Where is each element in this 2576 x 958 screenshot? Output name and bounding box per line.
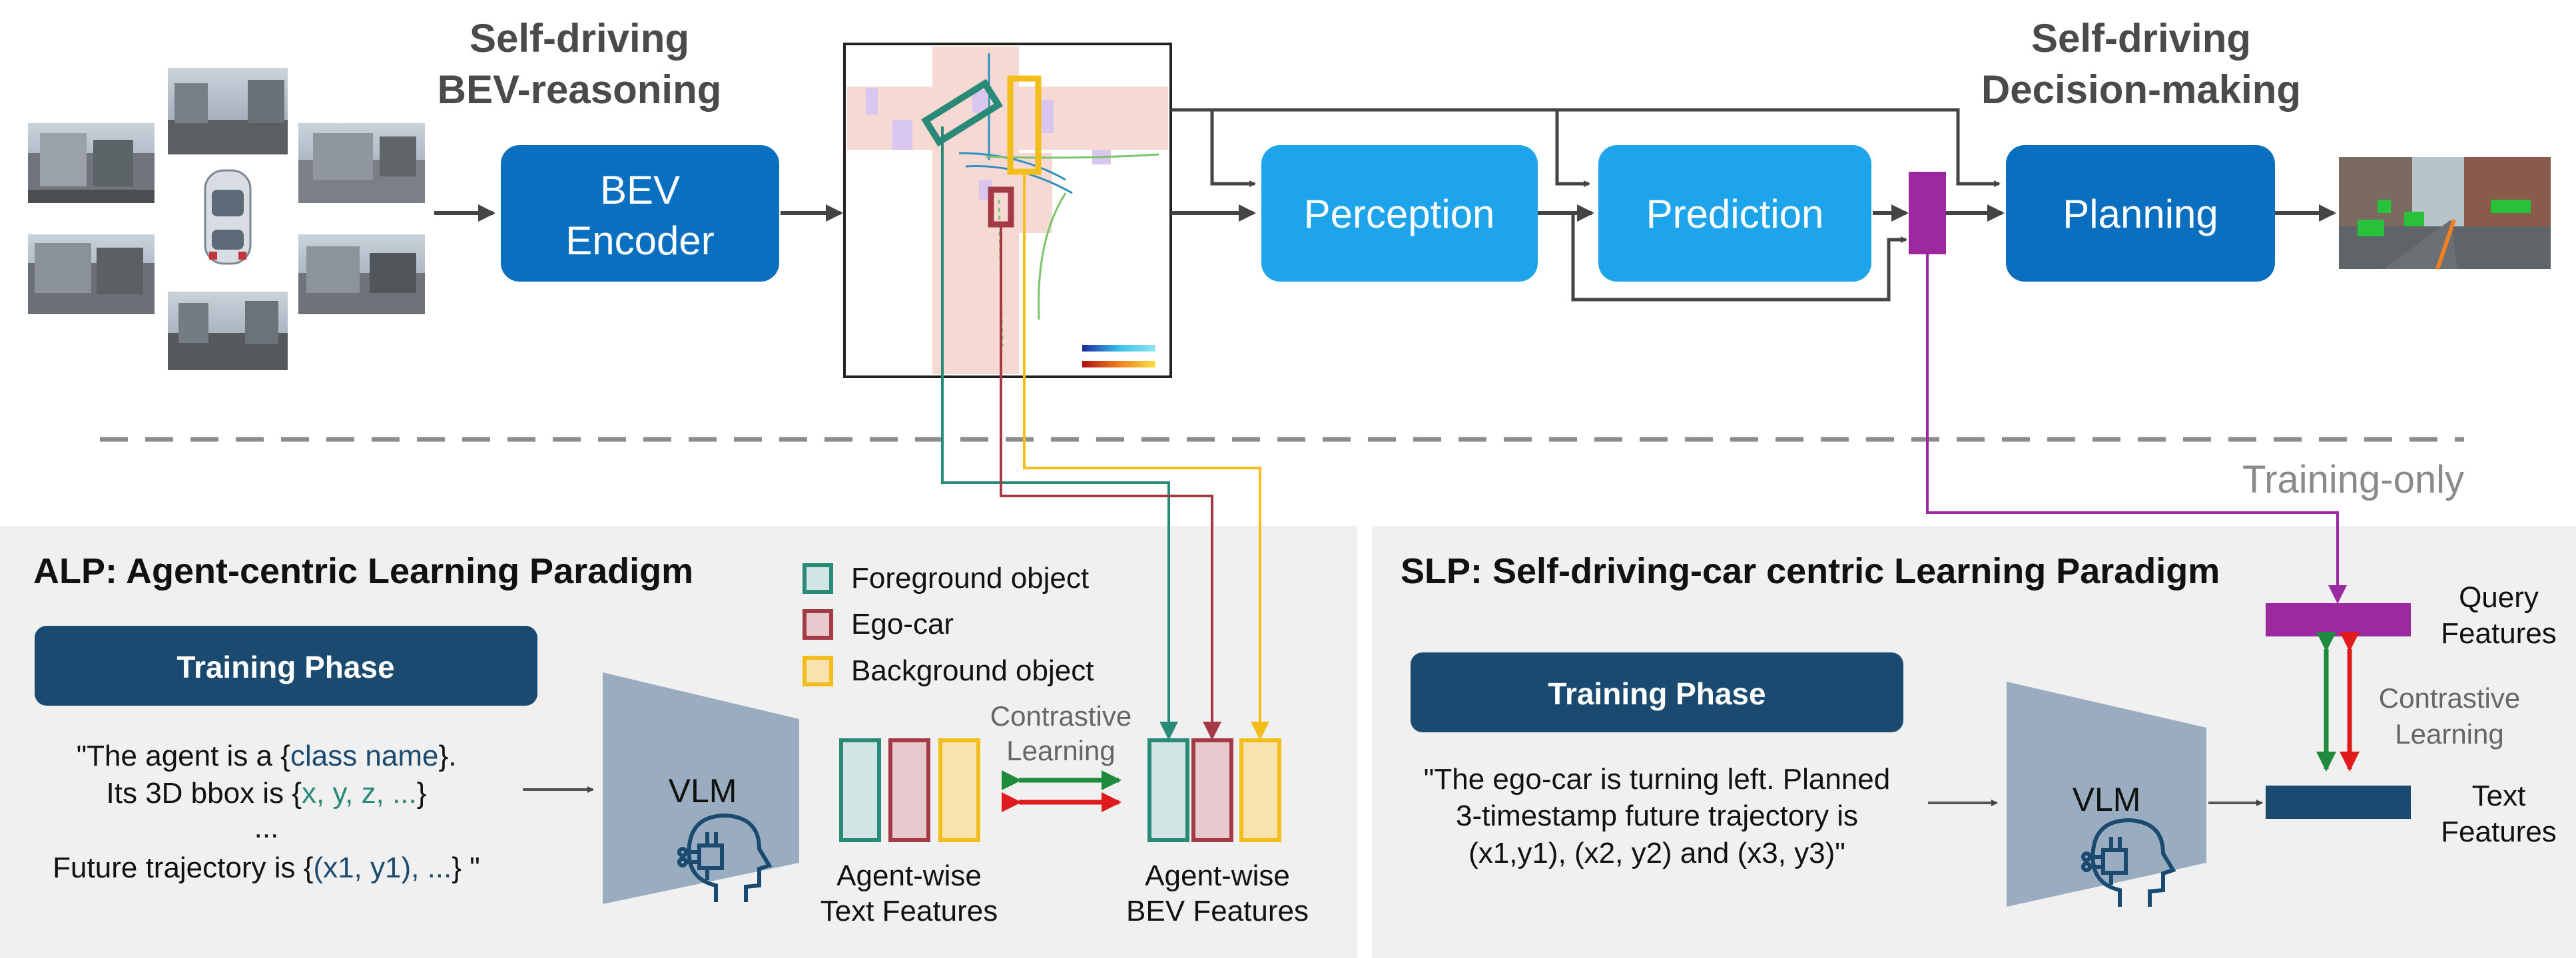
alp-text-features-line2: Text Features <box>820 895 998 927</box>
alp-prompt-text: "The agent is a {class name}. Its 3D bbo… <box>53 740 480 884</box>
alp-prompt-line1-var: class name <box>290 740 439 772</box>
camera-front-right-image <box>298 123 425 203</box>
alp-vlm-brain-chip-icon <box>677 813 773 902</box>
alp-prompt-line2-var: x, y, z, ... <box>302 777 417 810</box>
legend-swatch-background <box>803 656 833 686</box>
output-camera-image <box>2339 157 2551 270</box>
alp-prompt-line4-suffix: } " <box>452 851 480 884</box>
slp-panel <box>1372 526 2576 958</box>
camera-back-left-image <box>28 234 155 314</box>
alp-bev-features-line1: Agent-wise <box>1145 859 1290 892</box>
perception-label: Perception <box>1304 192 1495 236</box>
pipeline-arrows <box>1171 108 2336 302</box>
alp-prompt-line2-suffix: } <box>417 777 427 810</box>
alp-prompt-line1-prefix: "The agent is a { <box>77 740 290 772</box>
camera-front-left-image <box>28 123 155 203</box>
slp-text-features-line2: Features <box>2441 816 2557 848</box>
alp-prompt-line3: ... <box>254 812 279 844</box>
decision-title-line2: Decision-making <box>1981 67 2301 112</box>
decision-title-line1: Self-driving <box>2031 16 2251 61</box>
slp-prompt-line2: 3-timestamp future trajectory is <box>1456 800 1858 832</box>
camera-back-image <box>168 292 288 370</box>
alp-prompt-line1-suffix: }. <box>439 740 457 772</box>
slp-training-phase-badge: Training Phase <box>1411 652 1903 732</box>
legend-swatch-foreground <box>803 563 833 594</box>
alp-bev-features: Agent-wise BEV Features <box>1126 738 1309 927</box>
slp-vlm-brain-chip-icon <box>2081 818 2176 907</box>
slp-query-features-bar <box>2266 603 2411 636</box>
svg-text:Future trajectory is {(x1, y1): Future trajectory is {(x1, y1), ...} " <box>53 851 480 884</box>
legend-foreground-label: Foreground object <box>851 562 1089 595</box>
slp-query-features-line1: Query <box>2459 581 2539 614</box>
alp-legend: Foreground object Ego-car Background obj… <box>803 562 1094 687</box>
bev-map-image <box>843 43 1172 378</box>
alp-prompt-line2-prefix: Its 3D bbox is { <box>107 777 302 810</box>
alp-prompt-line4-prefix: Future trajectory is { <box>53 851 313 884</box>
alp-vlm-label: VLM <box>669 772 737 810</box>
svg-text:Its 3D bbox is {x, y, z, ...}: Its 3D bbox is {x, y, z, ...} <box>107 777 427 810</box>
alp-prompt-line4-var: (x1, y1), ... <box>313 851 452 884</box>
slp-prompt-line3: (x1,y1), (x2, y2) and (x3, y3)" <box>1468 837 1845 869</box>
legend-ego-car-label: Ego-car <box>851 608 954 640</box>
planning-box: Planning <box>2006 145 2275 282</box>
slp-contrastive-line2: Learning <box>2395 718 2503 750</box>
alp-bev-features-line2: BEV Features <box>1126 895 1309 927</box>
alp-text-features-line1: Agent-wise <box>836 859 982 892</box>
alp-connectors <box>941 126 1269 740</box>
slp-text-features-bar <box>2266 786 2411 819</box>
slp-contrastive: Contrastive Learning <box>2316 632 2520 772</box>
prediction-label: Prediction <box>1646 192 1824 236</box>
car-top-view-image <box>198 165 258 268</box>
bev-encoder-label-line1: BEV <box>600 168 680 212</box>
slp-query-features-line2: Features <box>2441 617 2557 650</box>
camera-front-image <box>168 68 288 154</box>
svg-text:"The agent is a {class name}.: "The agent is a {class name}. <box>77 740 457 772</box>
slp-contrastive-line1: Contrastive <box>2379 682 2520 714</box>
alp-training-phase-label: Training Phase <box>176 650 394 684</box>
alp-contrastive: Contrastive Learning <box>990 700 1131 812</box>
camera-back-right-image <box>298 234 425 314</box>
slp-title: SLP: Self-driving-car centric Learning P… <box>1401 551 2220 591</box>
alp-contrastive-line1: Contrastive <box>990 700 1131 732</box>
slp-prompt-text: "The ego-car is turning left. Planned 3-… <box>1424 763 1890 869</box>
bev-encoder-box: BEV Encoder <box>501 145 779 282</box>
prediction-box: Prediction <box>1598 145 1871 282</box>
query-token <box>1909 172 1946 254</box>
bev-reasoning-title-line1: Self-driving <box>470 16 689 61</box>
slp-prompt-line1: "The ego-car is turning left. Planned <box>1424 763 1890 796</box>
bev-foreground-box <box>921 79 1004 147</box>
perception-box: Perception <box>1261 145 1538 282</box>
bev-encoder-label-line2: Encoder <box>565 218 714 263</box>
slp-vlm-encoder: VLM <box>2007 682 2206 907</box>
slp-vlm-label: VLM <box>2073 781 2141 818</box>
slp-training-phase-label: Training Phase <box>1548 676 1766 711</box>
alp-title: ALP: Agent-centric Learning Paradigm <box>33 551 693 591</box>
slp-text-features-line1: Text <box>2472 780 2526 812</box>
training-only-label: Training-only <box>2242 458 2464 501</box>
alp-contrastive-line2: Learning <box>1006 735 1115 766</box>
bev-reasoning-title-line2: BEV-reasoning <box>438 67 722 112</box>
planning-label: Planning <box>2063 192 2218 236</box>
legend-swatch-ego-car <box>803 609 833 640</box>
camera-images <box>28 68 425 370</box>
alp-text-features: Agent-wise Text Features <box>820 738 998 927</box>
alp-training-phase-badge: Training Phase <box>35 626 537 706</box>
query-token-connector <box>1926 254 2347 604</box>
alp-vlm-encoder: VLM <box>603 672 799 904</box>
legend-background-label: Background object <box>851 654 1094 687</box>
